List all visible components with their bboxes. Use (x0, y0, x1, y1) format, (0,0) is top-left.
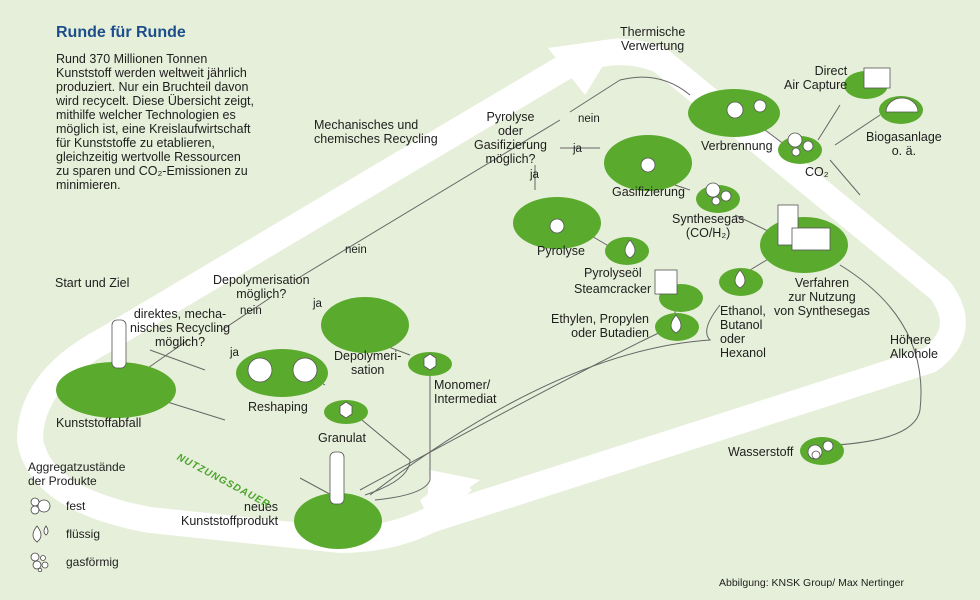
liquid-drops-icon (32, 525, 49, 543)
label-biogas: Biogasanlage o. ä. (866, 130, 942, 158)
cycle-loop (17, 39, 966, 553)
node-kunststoffabfall (56, 362, 176, 418)
legend-item-gasfoermig: gasförmig (28, 552, 125, 572)
label-wasserstoff: Wasserstoff (728, 445, 794, 459)
credit-line: Abbilgung: KNSK Group/ Max Nertinger (719, 577, 905, 589)
loop-arrowhead-down (425, 470, 480, 520)
intro-text: Rund 370 Millionen Tonnen Kunststoff wer… (56, 52, 254, 192)
label-gasifizierung: Gasifizierung (612, 185, 685, 199)
legend: Aggregatzustände der Produkte fest flüss… (28, 460, 125, 572)
label-depolymerisation: Depolymeri- sation (334, 349, 402, 377)
legend-item-fest: fest (28, 496, 125, 516)
label-mech-chem: Mechanisches und chemisches Recycling (314, 118, 438, 146)
label-nein-2: nein (345, 244, 367, 256)
label-nein-3: nein (578, 113, 600, 125)
solid-bubbles-icon (30, 497, 51, 515)
label-steamcracker: Steamcracker (574, 282, 652, 296)
gas-bubbles-icon (30, 552, 49, 572)
label-co2: CO₂ (805, 165, 829, 179)
node-neues-produkt (294, 493, 382, 549)
label-neues-produkt: neues Kunststoffprodukt (181, 500, 279, 528)
label-synthesegas: Synthesegas (CO/H₂) (672, 212, 745, 240)
loop-arrow-up (548, 38, 620, 95)
legend-label: fest (66, 499, 86, 513)
product-glyphs (111, 67, 919, 505)
label-granulat: Granulat (318, 431, 366, 445)
label-pyro-question: Pyrolyse oder Gasifizierung möglich? (474, 110, 547, 166)
label-ethylen: Ethylen, Propylen oder Butadien (551, 312, 649, 340)
label-pyrolyseoel: Pyrolyseöl (584, 266, 642, 280)
label-reshaping: Reshaping (248, 400, 308, 414)
label-dac: Direct Air Capture (784, 64, 848, 92)
label-ja-3: ja (573, 143, 582, 155)
label-verfahren: Verfahren zur Nutzung von Synthesegas (774, 276, 870, 318)
label-thermische: Thermische Verwertung (620, 25, 686, 53)
label-nein-1: nein (240, 305, 262, 317)
legend-title: Aggregatzustände der Produkte (28, 460, 126, 488)
node-depolymerisation (321, 297, 409, 353)
page-title: Runde für Runde (56, 24, 186, 41)
legend-item-fluessig: flüssig (28, 524, 125, 544)
label-ja-4: ja (530, 169, 539, 181)
label-verbrennung: Verbrennung (701, 139, 773, 153)
label-depoly-question: Depolymerisation möglich? (213, 273, 310, 301)
label-start-ziel: Start und Ziel (55, 276, 130, 290)
label-ethanol: Ethanol, Butanol oder Hexanol (720, 304, 766, 360)
label-monomer: Monomer/ Intermediat (434, 378, 497, 406)
label-alkohole: Höhere Alkohole (890, 333, 938, 361)
legend-label: gasförmig (66, 555, 119, 569)
label-kunststoffabfall: Kunststoffabfall (56, 416, 142, 430)
legend-label: flüssig (66, 527, 101, 541)
label-ja-2: ja (313, 298, 322, 310)
label-pyrolyse: Pyrolyse (537, 244, 585, 258)
label-direkt-question: direktes, mecha- nisches Recycling mögli… (130, 307, 231, 349)
label-ja-1: ja (230, 347, 239, 359)
